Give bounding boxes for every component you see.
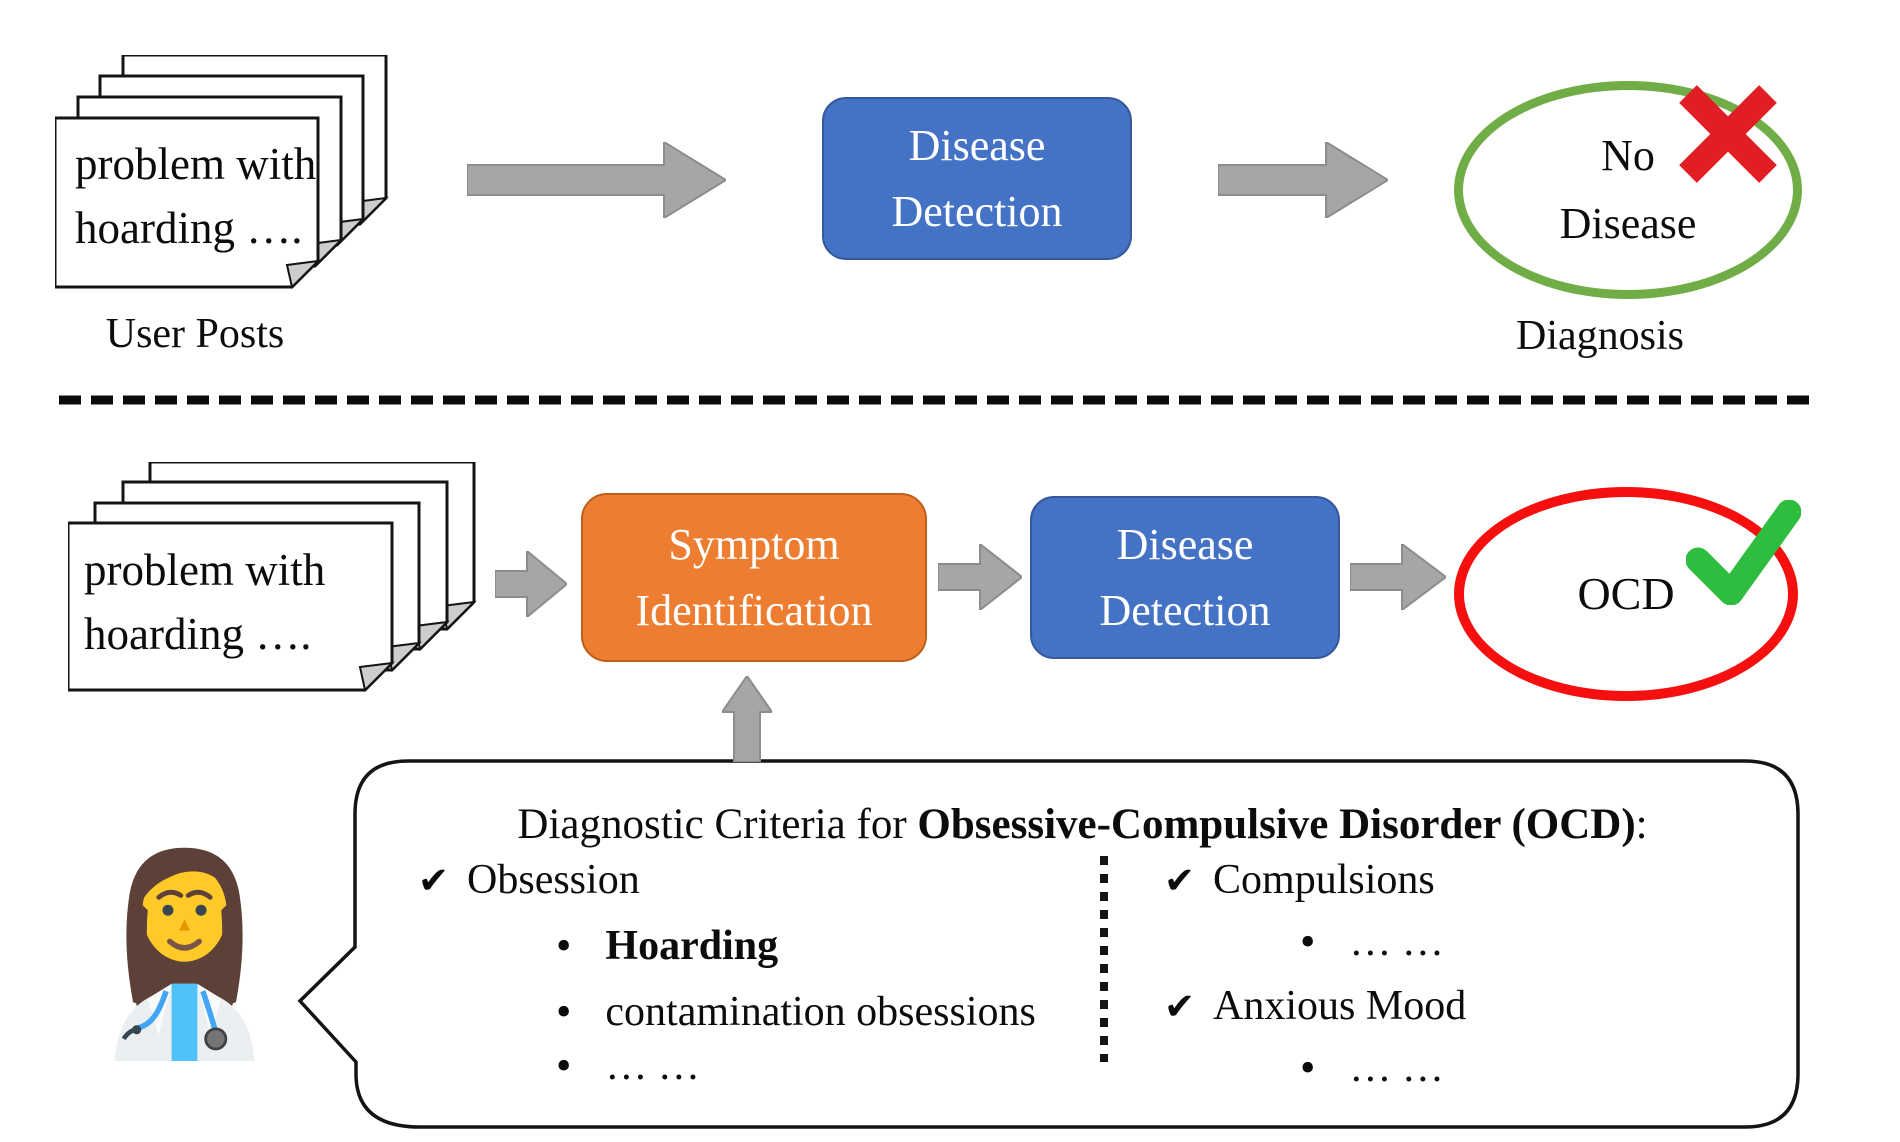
criteria-subitem-hoarding: • Hoarding [556, 922, 778, 970]
check-mark-icon [1686, 500, 1801, 605]
disease-box-line2: Detection [1099, 585, 1271, 635]
diagnosis-label: Diagnosis [1516, 313, 1684, 359]
symptom-identification-box: Symptom Identification [581, 493, 927, 662]
criteria-header: Compulsions [1213, 857, 1435, 903]
criteria-subitem-text: contamination obsessions [605, 989, 1036, 1035]
criteria-title-prefix: Diagnostic Criteria for [517, 801, 918, 848]
bullet-icon: • [556, 987, 572, 1036]
user-posts-stack-bottom: problem with hoarding …. [66, 460, 478, 694]
post-text-line1: problem with [84, 545, 326, 595]
symptom-box-line2: Identification [635, 585, 873, 635]
no-disease-ellipse: No Disease [1454, 81, 1802, 299]
x-mark-icon [1679, 85, 1777, 183]
criteria-subitem-ellipsis: • … … [1300, 1044, 1444, 1092]
bullet-icon: • [556, 921, 572, 970]
disease-box-line2: Detection [891, 186, 1063, 236]
check-icon: ✔ [1164, 858, 1196, 902]
symptom-box-line1: Symptom [668, 519, 840, 569]
stacked-pages-icon [53, 53, 389, 289]
arrow-up-icon [722, 676, 772, 762]
check-icon: ✔ [1164, 984, 1196, 1028]
criteria-subitem-contamination: • contamination obsessions [556, 988, 1036, 1036]
bullet-icon: • [1300, 917, 1316, 966]
criteria-header: Anxious Mood [1213, 983, 1467, 1029]
ocd-label: OCD [1577, 568, 1675, 620]
bullet-icon: • [1300, 1043, 1316, 1092]
disease-detection-box-top: Disease Detection [822, 97, 1132, 260]
no-disease-line1: No [1601, 130, 1655, 180]
criteria-item-anxious-mood: ✔ Anxious Mood [1164, 982, 1466, 1030]
stacked-pages-icon [66, 460, 477, 693]
post-text-line2: hoarding …. [84, 608, 312, 659]
criteria-subitem-ellipsis: • … … [1300, 918, 1444, 966]
user-posts-stack-top: problem with hoarding …. [53, 53, 395, 307]
arrow-right-icon [467, 142, 726, 218]
post-text: problem with hoarding …. [75, 133, 316, 261]
ocd-ellipse: OCD [1454, 487, 1798, 701]
criteria-item-compulsions: ✔ Compulsions [1164, 856, 1435, 904]
criteria-title-bold: Obsessive-Compulsive Disorder (OCD) [917, 801, 1636, 848]
post-text-line2: hoarding …. [75, 202, 303, 253]
criteria-title-suffix: : [1635, 801, 1648, 848]
woman-health-worker-emoji [114, 847, 255, 1061]
criteria-subitem-text: … … [605, 1043, 700, 1089]
arrow-right-icon [1218, 142, 1388, 218]
criteria-title: Diagnostic Criteria for Obsessive-Compul… [360, 800, 1805, 849]
disease-box-line1: Disease [908, 120, 1046, 170]
post-text: problem with hoarding …. [84, 539, 325, 667]
criteria-subitem-text: … … [1349, 919, 1444, 965]
disease-box-line1: Disease [1116, 519, 1254, 569]
dashed-divider [59, 395, 1811, 405]
speech-bubble [297, 759, 1800, 1129]
bullet-icon: • [556, 1041, 572, 1090]
criteria-header: Obsession [467, 857, 640, 903]
criteria-subitem-text: Hoarding [605, 923, 779, 969]
criteria-subitem-ellipsis: • … … [556, 1042, 700, 1090]
disease-detection-box-bottom: Disease Detection [1030, 496, 1340, 659]
post-text-line1: problem with [75, 139, 317, 189]
criteria-item-obsession: ✔ Obsession [418, 856, 640, 904]
arrow-right-icon [1350, 544, 1446, 610]
dotted-divider [1100, 856, 1108, 1062]
arrow-right-icon [495, 551, 567, 617]
arrow-right-icon [938, 544, 1022, 610]
check-icon: ✔ [418, 858, 450, 902]
no-disease-line2: Disease [1559, 199, 1697, 248]
user-posts-label: User Posts [105, 311, 285, 357]
criteria-subitem-text: … … [1349, 1045, 1444, 1091]
